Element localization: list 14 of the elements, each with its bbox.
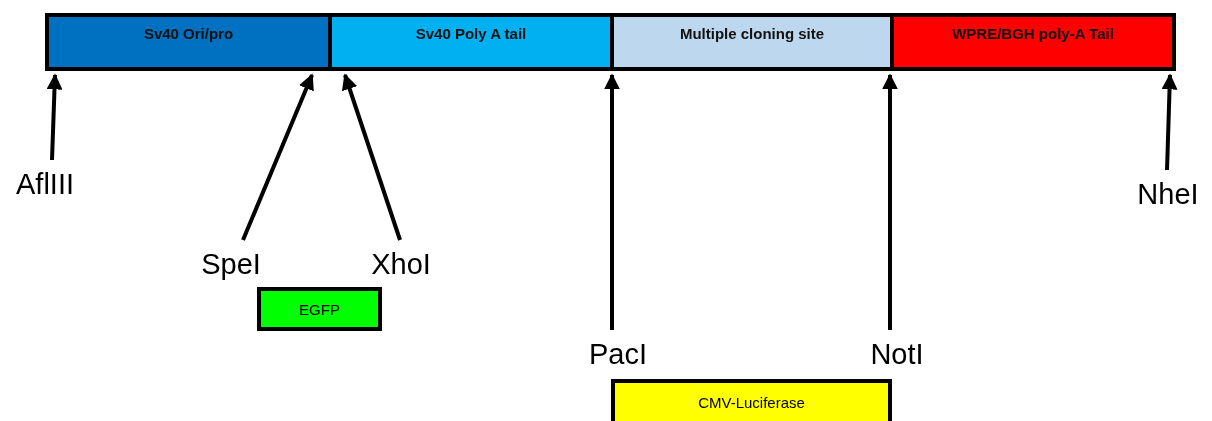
restriction-site-label: XhoI xyxy=(366,246,436,282)
arrow xyxy=(241,73,314,241)
insert-box: CMV-Luciferase xyxy=(611,379,892,421)
restriction-site-label: PacI xyxy=(583,336,653,372)
arrow xyxy=(341,73,402,241)
restriction-site-label: SpeI xyxy=(196,246,266,282)
restriction-site-label: AflIII xyxy=(8,166,82,202)
arrow xyxy=(882,73,898,330)
arrow xyxy=(46,73,63,161)
restriction-site-label: NheI xyxy=(1133,176,1203,212)
insert-box: EGFP xyxy=(257,287,382,331)
arrow xyxy=(1161,73,1178,171)
restriction-site-label: NotI xyxy=(862,336,932,372)
arrow xyxy=(604,73,620,330)
